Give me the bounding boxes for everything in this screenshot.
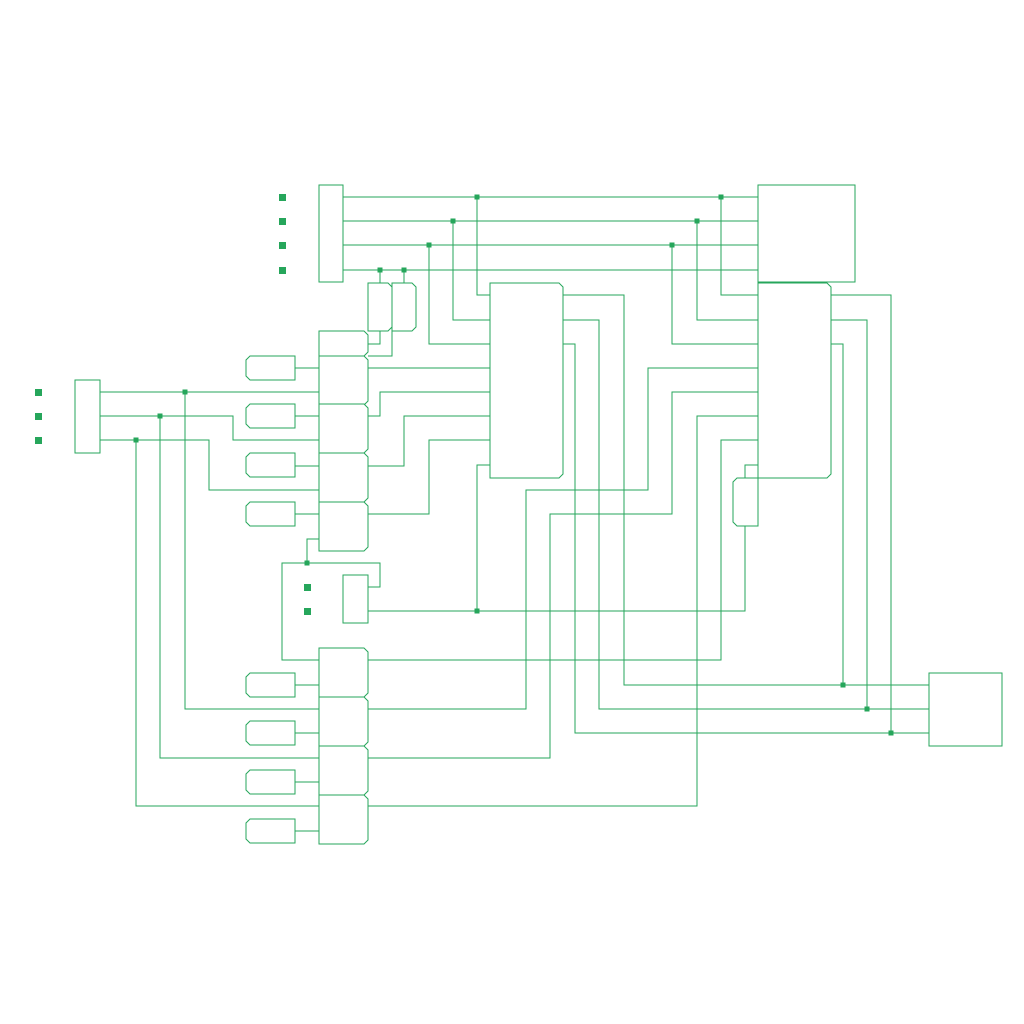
wire-junction xyxy=(669,242,675,248)
wire xyxy=(368,526,746,612)
wire-junction xyxy=(182,389,188,395)
wire xyxy=(368,367,758,710)
wire xyxy=(368,415,490,467)
label-pill xyxy=(245,452,296,478)
small-pill-a xyxy=(367,282,393,332)
wire-junction xyxy=(450,218,456,224)
wire xyxy=(720,197,758,296)
wire xyxy=(368,415,758,807)
label-pill xyxy=(245,672,296,698)
io-pin xyxy=(279,194,286,201)
wire xyxy=(368,439,490,515)
wire xyxy=(831,343,844,685)
io-pin xyxy=(279,218,286,225)
small-pill-b xyxy=(391,282,417,332)
wire xyxy=(135,440,319,807)
wire xyxy=(831,319,868,709)
wire-junction xyxy=(694,218,700,224)
wire-junction xyxy=(474,608,480,614)
wire xyxy=(696,221,758,321)
wire xyxy=(100,439,319,491)
wire-junction xyxy=(133,437,139,443)
bottom-right-block xyxy=(928,672,1003,747)
logic-gate xyxy=(318,794,369,845)
wire-junction xyxy=(304,560,310,566)
wire xyxy=(368,391,758,759)
wire xyxy=(831,294,892,733)
label-pill xyxy=(245,501,296,527)
logic-gate xyxy=(318,452,369,503)
block-layer xyxy=(74,184,1003,845)
wire-junction xyxy=(840,682,846,688)
label-pill xyxy=(245,818,296,844)
logic-gate xyxy=(318,696,369,747)
io-pin xyxy=(279,242,286,249)
wire xyxy=(281,562,319,661)
wire xyxy=(368,439,758,661)
wire xyxy=(100,415,319,441)
label-pill xyxy=(245,355,296,381)
left-bus-connector xyxy=(74,379,101,454)
wire-junction xyxy=(474,194,480,200)
wire xyxy=(476,464,490,611)
wire xyxy=(563,294,929,686)
io-pin xyxy=(35,389,42,396)
logic-gate xyxy=(318,501,369,552)
label-pill xyxy=(245,769,296,795)
right-logic-block xyxy=(757,282,832,479)
top-right-block xyxy=(757,184,856,283)
logic-gate xyxy=(318,745,369,796)
small-pill-c xyxy=(732,477,759,527)
wire-junction xyxy=(157,413,163,419)
label-pill xyxy=(245,403,296,429)
wire xyxy=(428,245,490,345)
wire xyxy=(368,331,381,345)
wire-junction xyxy=(401,267,407,273)
wire xyxy=(563,319,929,710)
logic-gate xyxy=(318,403,369,454)
io-pin xyxy=(304,608,311,615)
wire-junction xyxy=(888,730,894,736)
top-bus-connector xyxy=(318,184,344,283)
wire xyxy=(184,392,319,710)
wire xyxy=(306,538,381,588)
wire-junction xyxy=(377,267,383,273)
wire xyxy=(563,343,929,734)
junction-layer xyxy=(133,194,894,736)
io-pin xyxy=(35,413,42,420)
wire-junction xyxy=(718,194,724,200)
wire xyxy=(368,331,393,357)
middle-logic-block xyxy=(489,282,564,479)
mid-bus-connector xyxy=(342,574,369,624)
logic-gate xyxy=(318,355,369,406)
wire-junction xyxy=(864,706,870,712)
wire xyxy=(744,464,758,478)
wire xyxy=(159,416,319,759)
pin-layer xyxy=(35,194,311,615)
io-pin xyxy=(35,437,42,444)
io-pin xyxy=(304,584,311,591)
wire-layer xyxy=(75,196,929,832)
gate-header xyxy=(318,330,369,357)
logic-gate xyxy=(318,647,369,698)
io-pin xyxy=(279,267,286,274)
wire xyxy=(671,245,758,345)
label-pill xyxy=(245,720,296,746)
wire xyxy=(476,197,490,296)
wire-junction xyxy=(426,242,432,248)
wire xyxy=(368,391,490,417)
wire xyxy=(452,221,490,321)
